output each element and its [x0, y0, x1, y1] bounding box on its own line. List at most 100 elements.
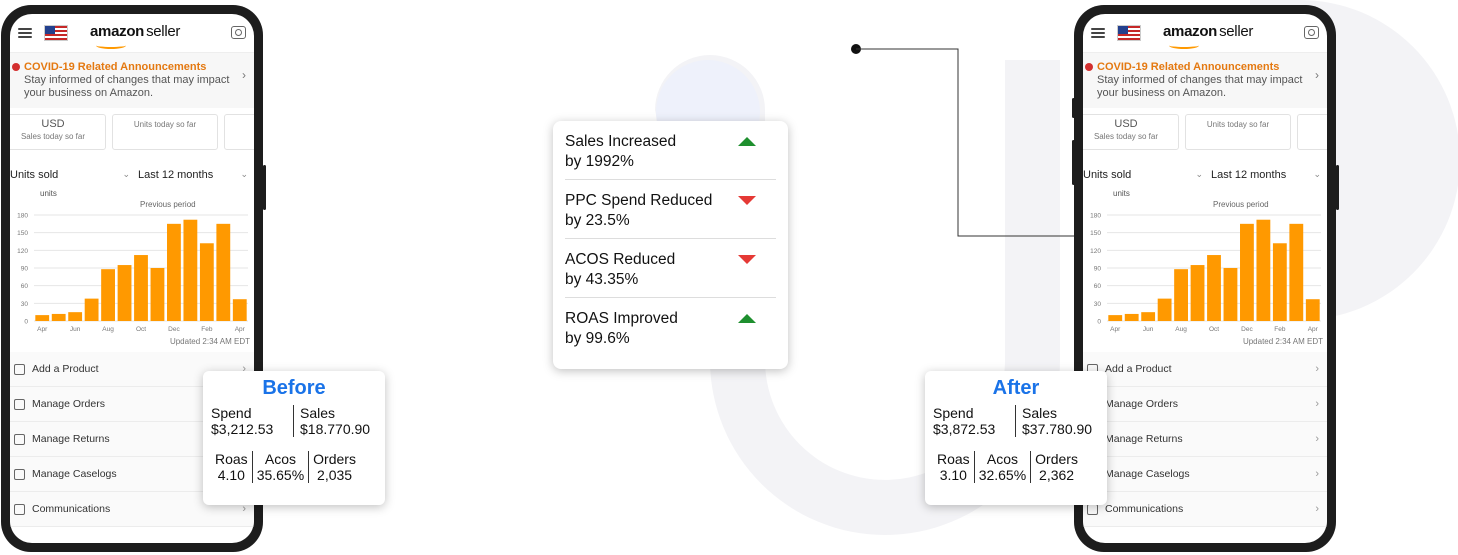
sales-stat: Sales$18.770.90 [293, 405, 370, 437]
trend-down-icon [738, 255, 756, 264]
chevron-right-icon: › [1315, 503, 1319, 515]
us-flag-icon[interactable] [44, 25, 68, 41]
orders-icon [14, 398, 25, 410]
alert-icon [1085, 63, 1093, 71]
x-tick-label: Feb [201, 326, 213, 333]
announcement-banner[interactable]: COVID-19 Related Announcements Stay info… [10, 53, 254, 108]
menu-item-add-product[interactable]: Add a Product› [10, 352, 254, 387]
y-tick-label: 180 [1090, 213, 1101, 220]
announcement-title: COVID-19 Related Announcements [24, 61, 207, 73]
y-tick-label: 90 [21, 266, 29, 273]
announcement-banner[interactable]: COVID-19 Related Announcements Stay info… [1083, 53, 1327, 108]
y-tick-label: 90 [1094, 266, 1102, 273]
phone-side-button [263, 165, 266, 210]
x-tick-label: Apr [37, 326, 48, 333]
x-tick-label: Dec [168, 326, 180, 333]
x-tick-label: Oct [136, 326, 146, 333]
bar-mar-11 [216, 223, 231, 321]
y-tick-label: 60 [1094, 283, 1102, 290]
menu-list: Add a Product› Manage Orders› Manage Ret… [1083, 352, 1327, 527]
chevron-down-icon: ⌄ [1195, 169, 1203, 179]
units-label: units [40, 189, 57, 198]
bar-oct-6 [134, 255, 148, 321]
updated-timestamp: Updated 2:34 AM EDT [169, 337, 250, 346]
x-tick-label: Jun [70, 326, 81, 333]
before-stats-card: Before Spend$3,212.53 Sales$18.770.90 Ro… [203, 371, 385, 505]
units-today-card[interactable]: Units today so far [112, 114, 218, 150]
period-select[interactable]: Last 12 months⌄ [138, 169, 248, 181]
phone-volume-button [1072, 98, 1075, 118]
previous-period-label: Previous period [1213, 200, 1269, 209]
units-label: units [1113, 189, 1130, 198]
bar-jul-3 [84, 298, 99, 321]
bar-apr-12 [232, 299, 247, 321]
phone-volume-button [1072, 140, 1075, 185]
chevron-right-icon: › [1315, 433, 1319, 445]
y-tick-label: 0 [1097, 319, 1101, 326]
x-tick-label: Apr [1110, 326, 1121, 333]
announcement-line2: your business on Amazon. [1097, 87, 1227, 99]
extra-card[interactable] [1297, 114, 1327, 150]
bar-jan-9 [1256, 219, 1271, 321]
chevron-right-icon: › [1315, 398, 1319, 410]
chevron-right-icon: › [242, 363, 246, 375]
mail-icon [1087, 503, 1098, 515]
bar-jan-9 [183, 219, 198, 321]
announcement-line1: Stay informed of changes that may impact [24, 74, 230, 86]
bar-apr-0 [35, 315, 50, 321]
spend-stat: Spend$3,212.53 [211, 405, 274, 437]
menu-item-manage-orders[interactable]: Manage Orders› [1083, 387, 1327, 422]
x-tick-label: Oct [1209, 326, 1219, 333]
bar-nov-7 [1223, 268, 1238, 321]
menu-icon[interactable] [18, 28, 32, 38]
after-stats-card: After Spend$3,872.53 Sales$37.780.90 Roa… [925, 371, 1107, 505]
x-tick-label: Aug [1175, 326, 1187, 333]
bar-jul-3 [1157, 298, 1172, 321]
trend-up-icon [738, 137, 756, 146]
menu-icon[interactable] [1091, 28, 1105, 38]
phone-side-button [1336, 165, 1339, 210]
chevron-down-icon: ⌄ [1313, 169, 1321, 179]
metric-select[interactable]: Units sold⌄ [1083, 169, 1203, 181]
menu-item-add-product[interactable]: Add a Product› [1083, 352, 1327, 387]
bar-apr-12 [1305, 299, 1320, 321]
mail-icon [14, 503, 25, 515]
bar-sep-5 [1190, 265, 1205, 321]
bar-apr-0 [1108, 315, 1123, 321]
chevron-down-icon: ⌄ [122, 169, 130, 179]
bar-dec-8 [167, 223, 181, 321]
us-flag-icon[interactable] [1117, 25, 1141, 41]
metric-select[interactable]: Units sold⌄ [10, 169, 130, 181]
x-tick-label: Feb [1274, 326, 1286, 333]
camera-icon[interactable] [1304, 26, 1319, 39]
menu-item-manage-caselogs[interactable]: Manage Caselogs› [1083, 457, 1327, 492]
y-tick-label: 150 [17, 230, 28, 237]
period-select[interactable]: Last 12 months⌄ [1211, 169, 1321, 181]
chevron-right-icon: › [242, 68, 246, 82]
announcement-line1: Stay informed of changes that may impact [1097, 74, 1303, 86]
y-tick-label: 120 [17, 248, 28, 255]
y-tick-label: 30 [1094, 301, 1102, 308]
menu-item-communications[interactable]: Communications› [1083, 492, 1327, 527]
extra-card[interactable] [224, 114, 254, 150]
alert-icon [12, 63, 20, 71]
units-today-card[interactable]: Units today so far [1185, 114, 1291, 150]
returns-icon [14, 433, 25, 445]
y-tick-label: 150 [1090, 230, 1101, 237]
bar-sep-5 [117, 265, 132, 321]
menu-item-communications[interactable]: Communications› [10, 492, 254, 527]
menu-item-manage-returns[interactable]: Manage Returns› [1083, 422, 1327, 457]
camera-icon[interactable] [231, 26, 246, 39]
